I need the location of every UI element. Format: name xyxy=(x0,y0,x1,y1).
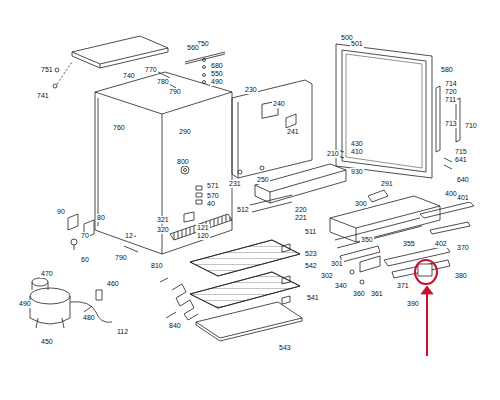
callout-number: 112 xyxy=(116,328,129,336)
callout-number: 210 xyxy=(326,150,340,158)
callout-number: 40 xyxy=(206,200,216,208)
callout-number: 60 xyxy=(80,256,90,264)
callout-number: 240 xyxy=(272,100,286,108)
callout-number: 490 xyxy=(210,78,224,86)
callout-number: 380 xyxy=(454,272,468,280)
callout-number: 90 xyxy=(56,208,66,216)
callout-number: 542 xyxy=(304,262,318,270)
callout-number: 840 xyxy=(168,322,182,330)
callout-number: 371 xyxy=(396,282,410,290)
callout-number: 570 xyxy=(206,192,220,200)
callout-number: 780 xyxy=(156,78,170,86)
callout-number: 361 xyxy=(370,290,384,298)
callout-number: 290 xyxy=(178,128,192,136)
callout-number: 741 xyxy=(36,92,50,100)
callout-number: 360 xyxy=(352,290,366,298)
callout-number: 541 xyxy=(306,294,320,302)
callout-number: 250 xyxy=(256,176,270,184)
callout-number: 710 xyxy=(464,122,478,130)
callout-number: 12 xyxy=(124,232,134,240)
callout-number: 70 xyxy=(80,232,90,240)
callout-number: 480 xyxy=(82,314,96,322)
callout-number: 713 xyxy=(444,120,458,128)
callout-number: 231 xyxy=(228,180,242,188)
callout-number: 120 xyxy=(196,232,210,240)
callout-number: 720 xyxy=(444,88,458,96)
callout-number: 714 xyxy=(444,80,458,88)
callout-number: 680 xyxy=(210,62,224,70)
callout-number: 523 xyxy=(304,250,318,258)
callout-number: 402 xyxy=(434,240,448,248)
callout-number: 641 xyxy=(454,156,468,164)
callout-number: 302 xyxy=(320,272,334,280)
callout-number: 221 xyxy=(294,214,308,222)
callout-number: 370 xyxy=(456,244,470,252)
callout-number: 121 xyxy=(196,224,210,232)
callout-number: 715 xyxy=(454,148,468,156)
callout-number: 460 xyxy=(106,280,120,288)
callout-number: 80 xyxy=(96,214,106,222)
callout-number: 501 xyxy=(350,40,364,48)
callout-number: 490 xyxy=(18,300,32,308)
callout-number: 560 xyxy=(186,44,200,52)
callout-number: 711 xyxy=(444,96,457,104)
callout-number: 800 xyxy=(176,158,190,166)
callout-number: 470 xyxy=(40,270,54,278)
callout-number: 321 xyxy=(156,216,170,224)
callout-number: 340 xyxy=(334,282,348,290)
callout-number: 640 xyxy=(456,176,470,184)
callout-number: 350 xyxy=(360,236,374,244)
callout-number: 760 xyxy=(112,124,126,132)
callout-number: 320 xyxy=(156,226,170,234)
callout-number: 512 xyxy=(236,206,250,214)
callout-number: 550 xyxy=(210,70,224,78)
callout-number: 770 xyxy=(144,66,158,74)
callout-number: 580 xyxy=(440,66,454,74)
callout-number: 930 xyxy=(350,168,364,176)
callout-number: 390 xyxy=(406,300,420,308)
callout-number: 400 xyxy=(444,190,458,198)
callout-number: 790 xyxy=(168,88,182,96)
callout-number: 401 xyxy=(456,194,470,202)
callout-number: 300 xyxy=(354,200,368,208)
callout-number: 230 xyxy=(244,86,258,94)
callout-number: 740 xyxy=(122,72,136,80)
callout-number: 571 xyxy=(206,182,220,190)
callout-number: 241 xyxy=(286,128,300,136)
callout-number: 410 xyxy=(350,148,364,156)
callout-number: 291 xyxy=(380,180,394,188)
callout-number: 790 xyxy=(114,254,128,262)
callout-number: 301 xyxy=(330,260,344,268)
callout-number: 543 xyxy=(278,344,292,352)
callout-number: 355 xyxy=(402,240,416,248)
callout-number: 220 xyxy=(294,206,308,214)
callout-number: 511 xyxy=(304,228,317,236)
callout-number: 810 xyxy=(150,262,164,270)
callout-number: 751 xyxy=(40,66,54,74)
callout-number: 450 xyxy=(40,338,54,346)
callout-number: 430 xyxy=(350,140,364,148)
